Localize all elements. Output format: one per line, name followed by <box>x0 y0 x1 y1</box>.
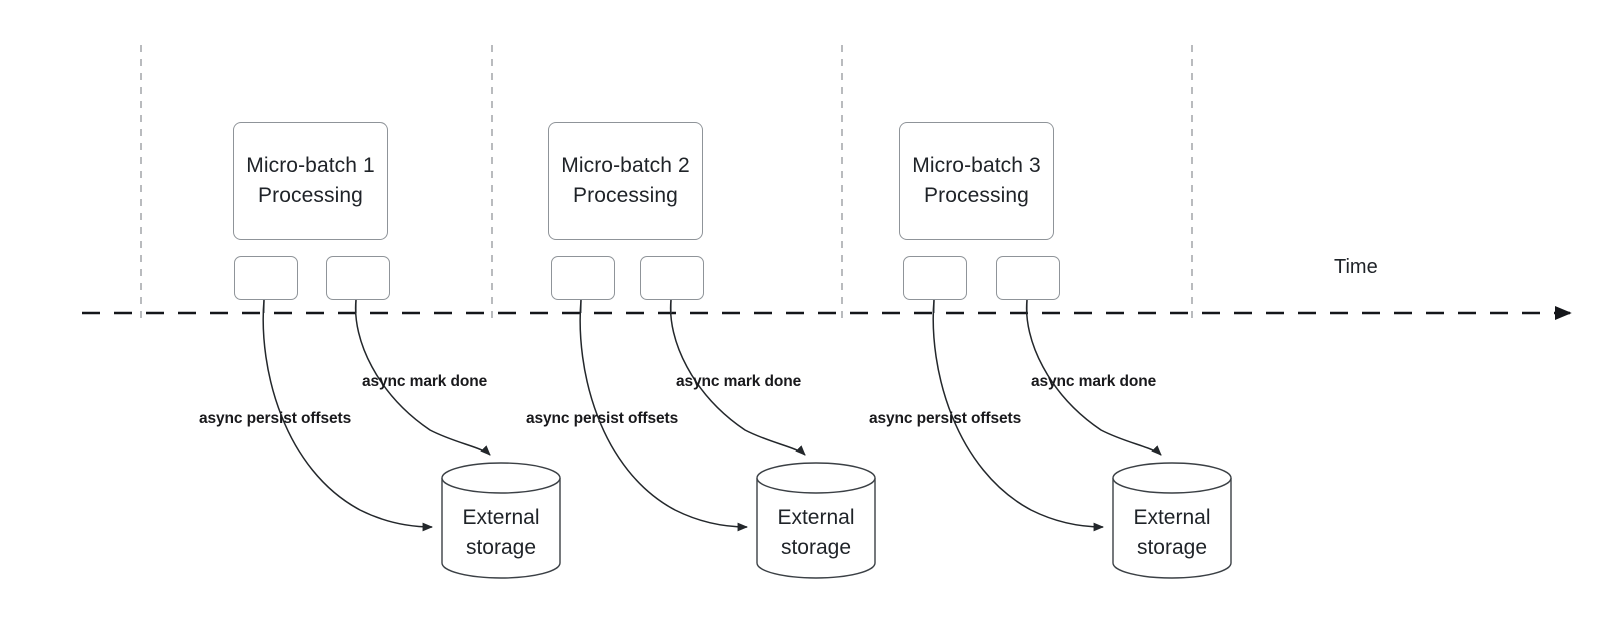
micro-batch-2-box[interactable]: Micro-batch 2 Processing <box>548 122 703 240</box>
micro-batch-3-box[interactable]: Micro-batch 3 Processing <box>899 122 1054 240</box>
micro-batch-3-task-persist-offsets[interactable] <box>903 256 967 300</box>
async-edge-group <box>262 299 1162 532</box>
micro-batch-2-title-line2: Processing <box>573 184 678 207</box>
external-storage-3-line1: External <box>1133 506 1211 529</box>
micro-batch-3-title-line1: Micro-batch 3 <box>912 154 1041 177</box>
external-storage-2-line1: External <box>777 506 855 529</box>
micro-batch-3-task-mark-done[interactable] <box>996 256 1060 300</box>
edge-persist-offsets-2 <box>579 299 749 532</box>
group-3-async-mark-done-label: async mark done <box>1031 373 1157 390</box>
time-axis-label: Time <box>1334 256 1378 278</box>
database-icon <box>756 462 876 579</box>
storage-cylinder-group <box>441 462 1232 579</box>
micro-batch-2-task-persist-offsets[interactable] <box>551 256 615 300</box>
external-storage-3-line2: storage <box>1136 536 1208 559</box>
micro-batch-3-title-line2: Processing <box>924 184 1029 207</box>
task-connector-group <box>263 300 1028 313</box>
micro-batch-1-task-persist-offsets[interactable] <box>234 256 298 300</box>
micro-batch-1-title-line2: Processing <box>258 184 363 207</box>
group-3-async-persist-offsets-label: async persist offsets <box>869 410 1022 427</box>
database-icon <box>441 462 561 579</box>
edge-mark-done-1 <box>354 299 491 456</box>
edge-mark-done-3 <box>1025 299 1162 456</box>
external-storage-1-line2: storage <box>465 536 537 559</box>
external-storage-3-label: External storage <box>1113 503 1231 563</box>
group-1-async-mark-done-label: async mark done <box>362 373 488 390</box>
group-2-async-mark-done-label: async mark done <box>676 373 802 390</box>
external-storage-1-line1: External <box>462 506 540 529</box>
external-storage-2-label: External storage <box>757 503 875 563</box>
micro-batch-1-task-mark-done[interactable] <box>326 256 390 300</box>
external-storage-1-label: External storage <box>442 503 560 563</box>
group-1-async-persist-offsets-label: async persist offsets <box>199 410 352 427</box>
external-storage-2-line2: storage <box>780 536 852 559</box>
edge-persist-offsets-3 <box>932 299 1105 532</box>
micro-batch-1-box[interactable]: Micro-batch 1 Processing <box>233 122 388 240</box>
edge-persist-offsets-1 <box>262 299 434 532</box>
database-icon <box>1112 462 1232 579</box>
micro-batch-2-task-mark-done[interactable] <box>640 256 704 300</box>
micro-batch-2-title-line1: Micro-batch 2 <box>561 154 690 177</box>
group-2-async-persist-offsets-label: async persist offsets <box>526 410 679 427</box>
timeline-tick-group <box>140 45 1193 325</box>
edge-mark-done-2 <box>669 299 806 456</box>
micro-batch-1-title-line1: Micro-batch 1 <box>246 154 375 177</box>
